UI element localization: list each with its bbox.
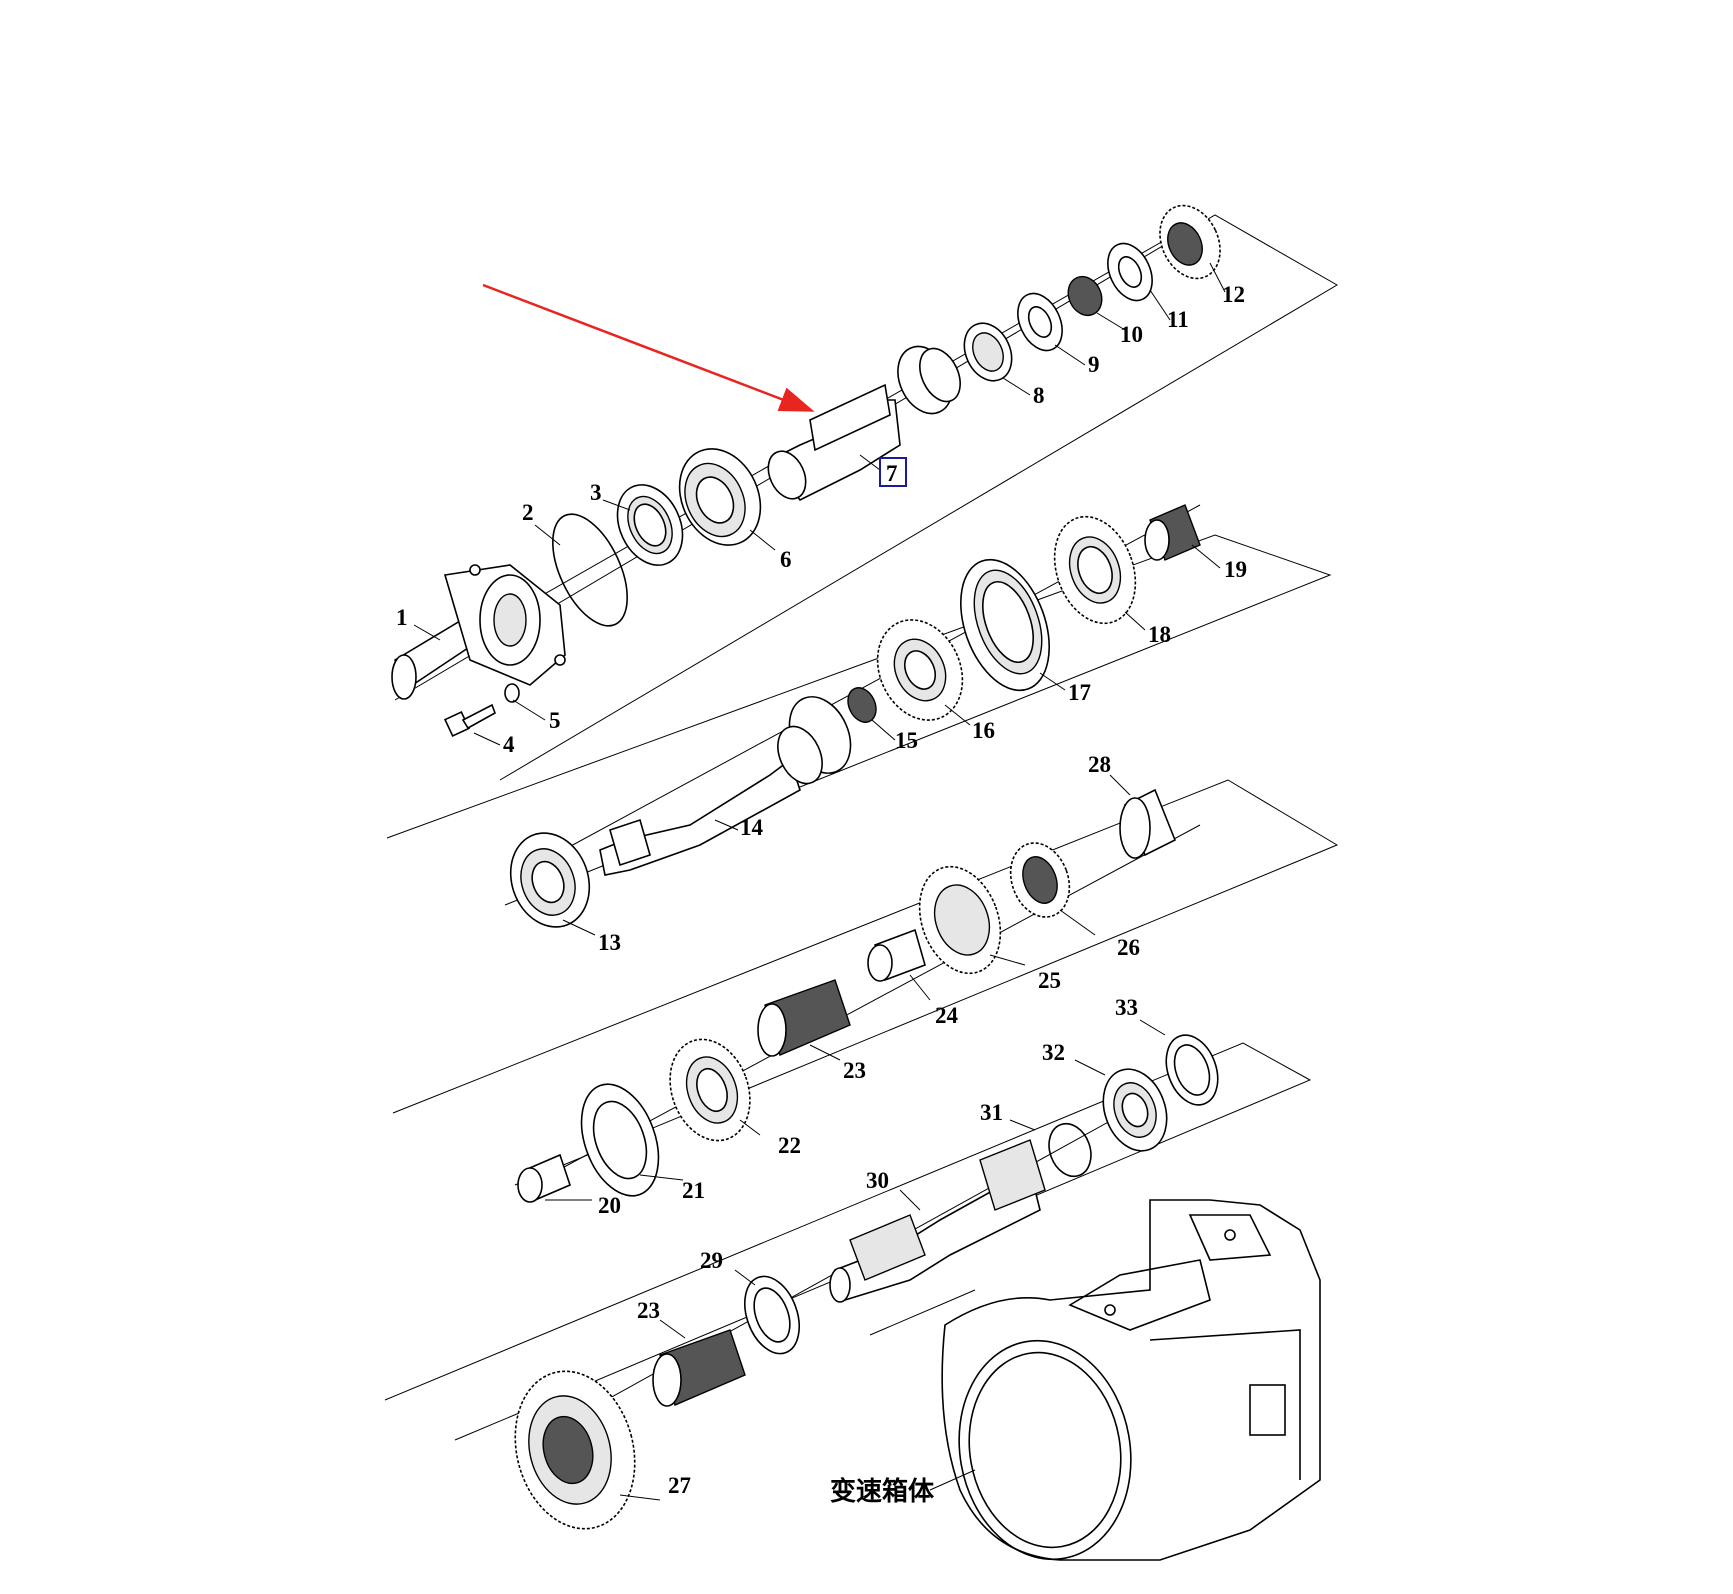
label-23-lower[interactable]: 23 [637,1298,660,1323]
label-12[interactable]: 12 [1222,282,1245,307]
part-23-needle-bearing-lower [652,1329,746,1407]
axis-lines [419,219,1201,1446]
label-26[interactable]: 26 [1117,935,1140,960]
part-9-thrust-washer [1017,292,1063,352]
label-21[interactable]: 21 [682,1178,705,1203]
part-33-ring [1165,1034,1219,1106]
part-16-gear [876,619,964,721]
part-31-snap-ring [1048,1122,1092,1178]
label-2[interactable]: 2 [522,500,534,525]
label-1[interactable]: 1 [396,605,408,630]
label-27[interactable]: 27 [668,1473,691,1498]
part-21-thrust-washer [580,1083,660,1197]
leader-lines [413,262,1226,1501]
part-22-gear [669,1038,751,1142]
highlight-arrow [482,283,815,412]
part-1-housing-cover [391,564,566,700]
part-17-synchro-sleeve [959,558,1051,692]
part-30-output-shaft [829,1139,1046,1303]
part-15-needle-bearing [847,687,877,723]
part-27-gear [514,1370,636,1530]
part-32-bearing [1102,1068,1168,1152]
label-19[interactable]: 19 [1224,557,1247,582]
label-9[interactable]: 9 [1088,352,1100,377]
part-24-bushing [867,928,926,982]
part-29-thrust-washer [744,1275,800,1355]
label-15[interactable]: 15 [895,728,918,753]
part-2-o-ring [552,513,628,627]
part-25-gear [918,865,1002,975]
label-13[interactable]: 13 [598,930,621,955]
part-23-needle-bearing-upper [757,979,851,1057]
part-11-washer [1107,242,1153,302]
label-10[interactable]: 10 [1120,322,1143,347]
label-7[interactable]: 7 [886,461,898,486]
label-11[interactable]: 11 [1167,307,1189,332]
gearbox-housing-caption[interactable]: 变速箱体 [830,1476,935,1507]
label-20[interactable]: 20 [598,1193,621,1218]
label-23-upper[interactable]: 23 [843,1058,866,1083]
part-5-washer [504,683,520,703]
label-3[interactable]: 3 [590,480,602,505]
part-3-seal [616,484,684,566]
label-25[interactable]: 25 [1038,968,1061,993]
part-7-input-shaft [767,345,961,502]
part-20-bushing [517,1153,571,1203]
part-14-main-shaft [599,696,852,876]
part-28-ring [1119,788,1177,859]
part-4-bolt [443,703,496,738]
label-18[interactable]: 18 [1148,622,1171,647]
part-8-seal-ring [963,322,1013,382]
part-26-gear [1009,842,1071,918]
label-32[interactable]: 32 [1042,1040,1065,1065]
label-17[interactable]: 17 [1068,680,1091,705]
label-8[interactable]: 8 [1033,383,1045,408]
part-12-gear [1159,204,1221,280]
label-28[interactable]: 28 [1088,752,1111,777]
part-19-needle-bearing [1144,504,1201,561]
label-33[interactable]: 33 [1115,995,1138,1020]
part-13-bearing [509,832,591,928]
gearbox-housing [941,1199,1321,1561]
label-31[interactable]: 31 [980,1100,1003,1125]
part-labels: 1 2 3 4 5 6 7 8 9 10 11 12 13 14 15 16 1… [396,282,1247,1507]
label-5[interactable]: 5 [549,708,561,733]
label-29[interactable]: 29 [700,1248,723,1273]
label-4[interactable]: 4 [503,732,515,757]
part-10-needle-bearing [1067,275,1103,317]
group-outline-2 [386,534,1332,906]
label-30[interactable]: 30 [866,1168,889,1193]
group-outline-3 [392,779,1339,1186]
label-14[interactable]: 14 [740,815,764,840]
selected-label-box[interactable] [879,457,907,487]
group-outline-5 [869,1289,976,1336]
part-18-gear [1053,515,1137,625]
label-24[interactable]: 24 [935,1003,959,1028]
part-6-bearing [678,448,762,546]
label-6[interactable]: 6 [780,547,792,572]
label-22[interactable]: 22 [778,1133,801,1158]
label-16[interactable]: 16 [972,718,995,743]
